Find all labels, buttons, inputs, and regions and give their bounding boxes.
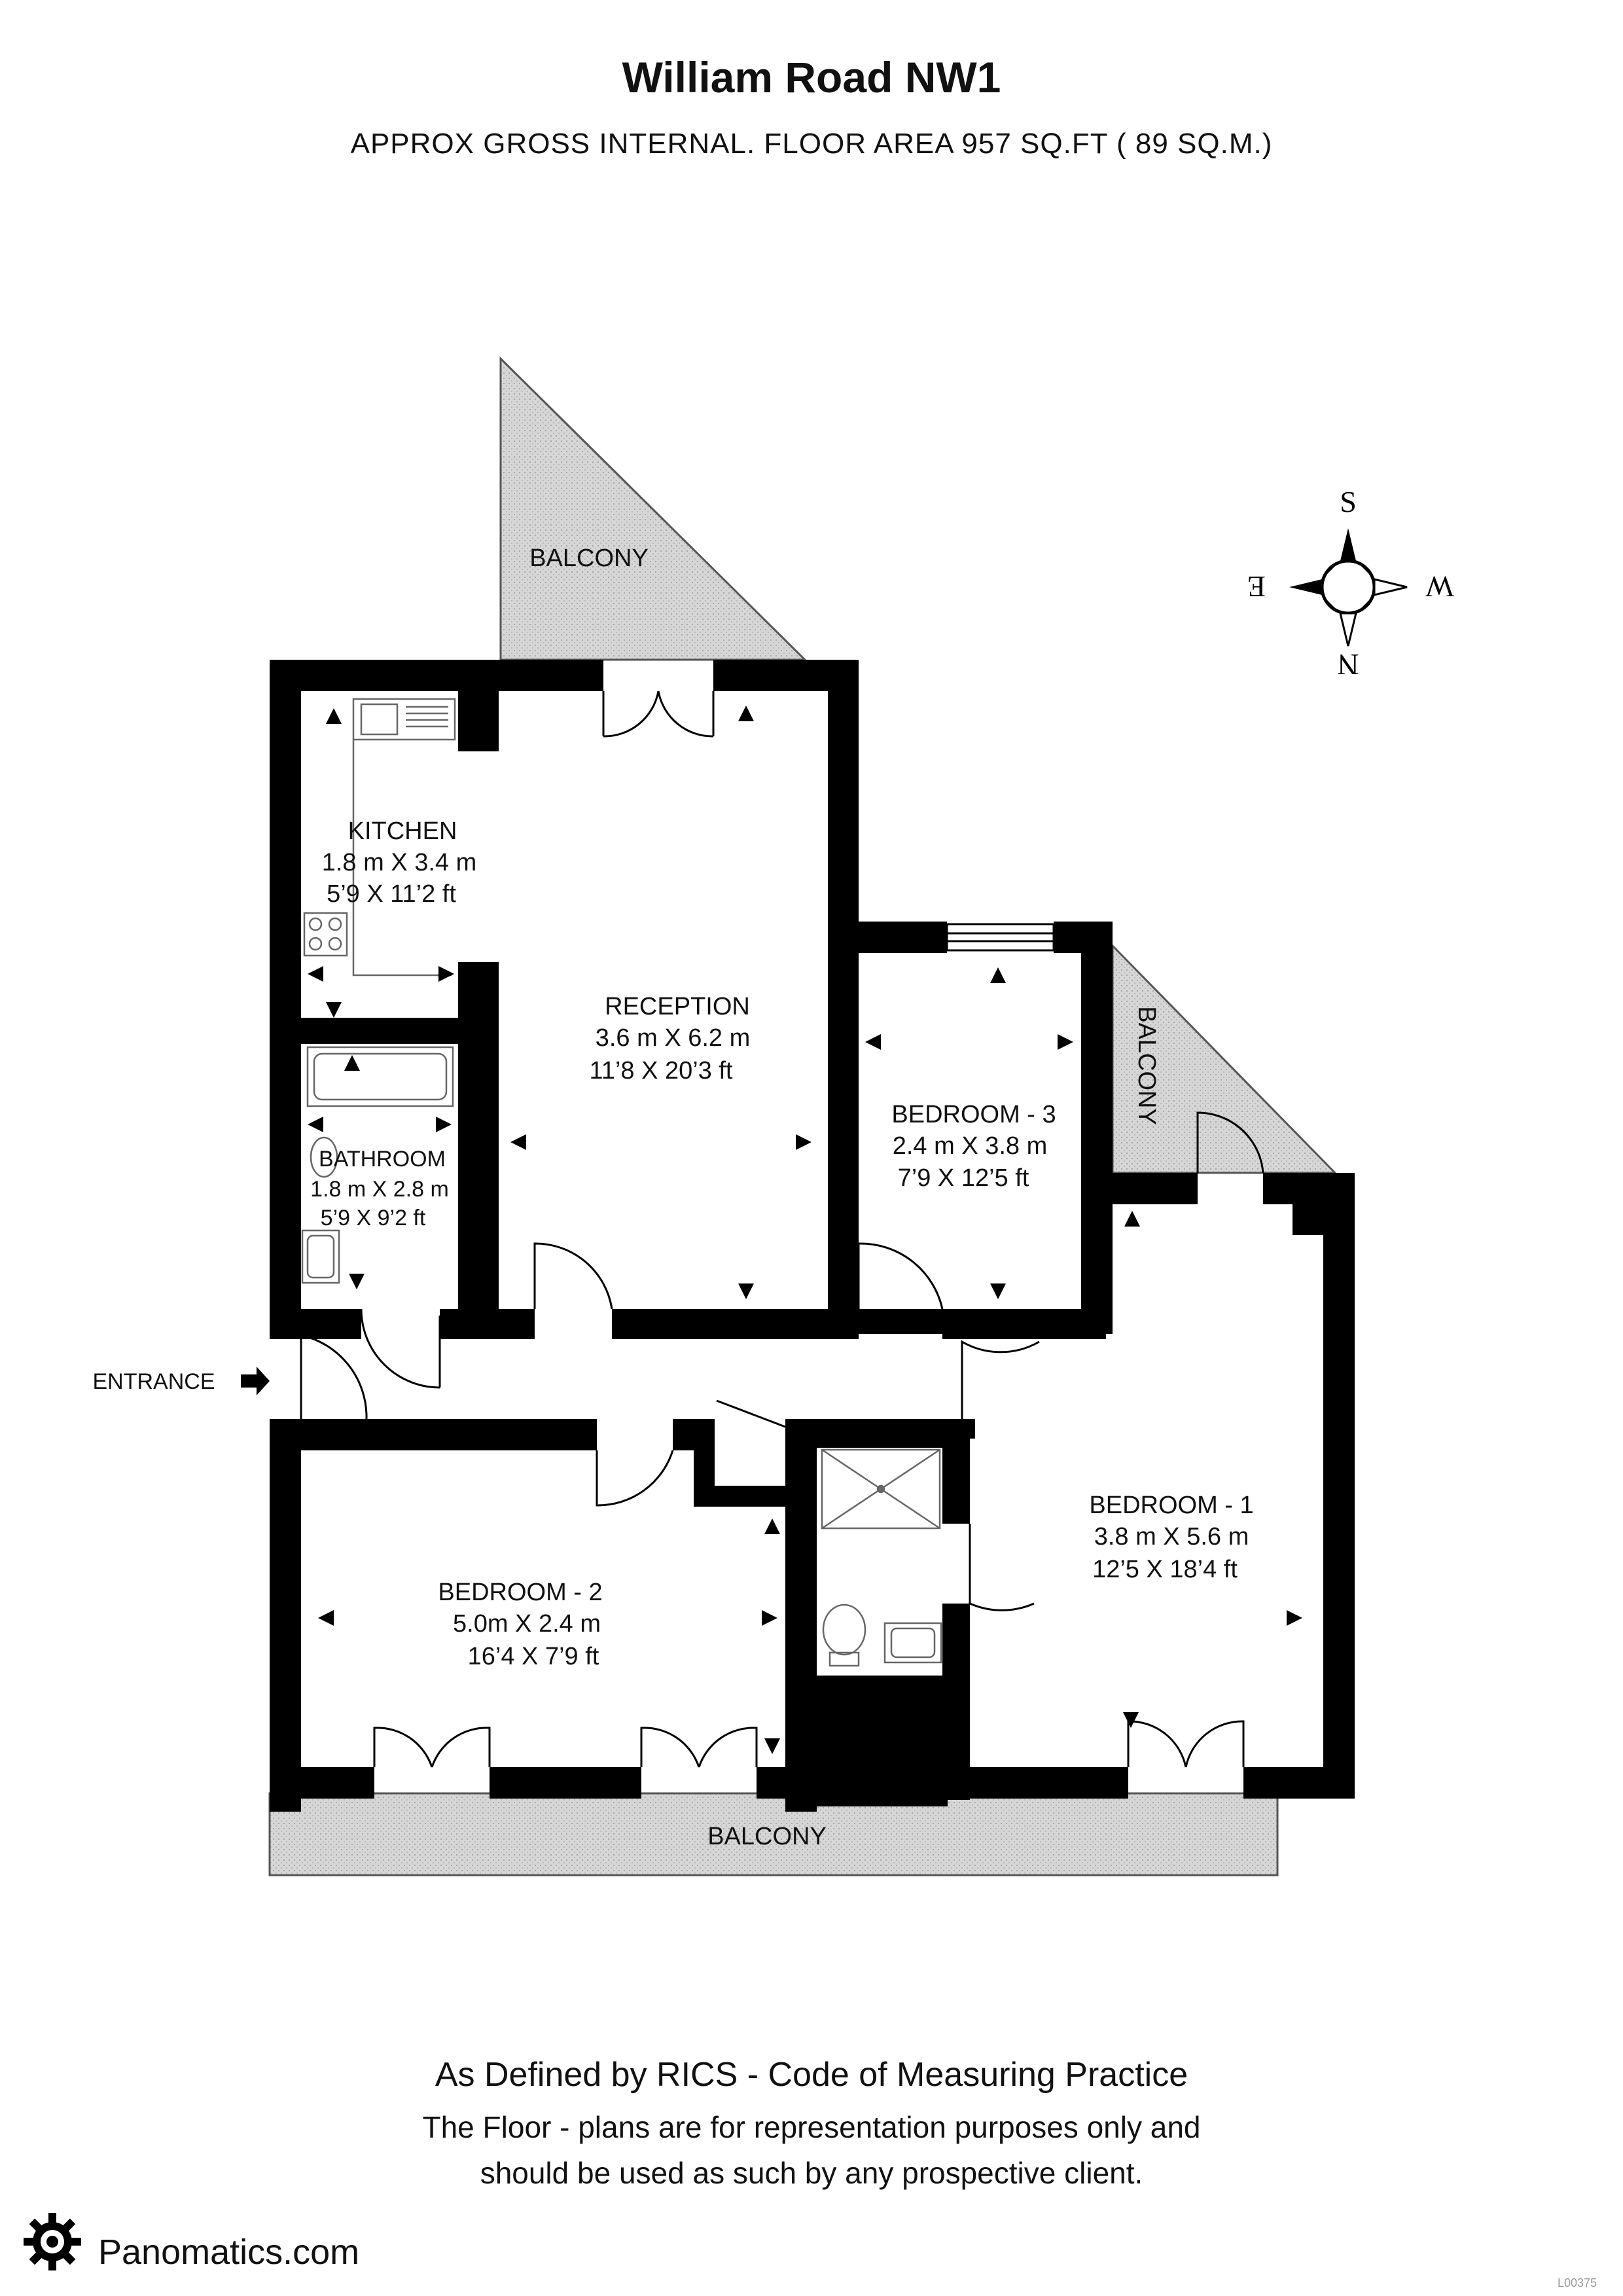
dimension-arrows	[308, 706, 1302, 1754]
bedroom3-name: BEDROOM - 3	[891, 1101, 1056, 1128]
balcony-bottom-area	[268, 1792, 1279, 1876]
kitchen-imperial: 5’9 X 11’2 ft	[327, 880, 456, 908]
bedroom3-window	[946, 923, 1055, 952]
kitchen-name: KITCHEN	[348, 817, 457, 845]
bedroom1-name: BEDROOM - 1	[1089, 1492, 1253, 1519]
bedroom3-imperial: 7’9 X 12’5 ft	[898, 1164, 1029, 1192]
disclaimer-line-1: The Floor - plans are for representation…	[422, 2110, 1201, 2144]
reference-code: L00375	[1558, 2276, 1597, 2289]
brand-name: Panomatics.com	[98, 2233, 360, 2272]
bedroom2-imperial: 16’4 X 7’9 ft	[468, 1643, 599, 1670]
floor-area-subtitle: APPROX GROSS INTERNAL. FLOOR AREA 957 SQ…	[350, 128, 1273, 160]
bedroom3-metric: 2.4 m X 3.8 m	[893, 1132, 1048, 1160]
bedroom2-name: BEDROOM - 2	[438, 1579, 602, 1606]
compass-w: W	[1425, 570, 1454, 603]
page-title: William Road NW1	[622, 53, 1001, 101]
disclaimer-line-2: should be used as such by any prospectiv…	[480, 2156, 1143, 2190]
compass-s: S	[1340, 485, 1357, 518]
bathroom-metric: 1.8 m X 2.8 m	[310, 1177, 449, 1202]
walls	[270, 660, 1355, 1812]
reception-metric: 3.6 m X 6.2 m	[596, 1024, 751, 1052]
kitchen-metric: 1.8 m X 3.4 m	[322, 849, 477, 876]
compass-n: N	[1337, 648, 1359, 681]
reception-imperial: 11’8 X 20’3 ft	[589, 1057, 732, 1085]
rics-statement: As Defined by RICS - Code of Measuring P…	[435, 2056, 1188, 2094]
balcony-bottom-label: BALCONY	[707, 1823, 827, 1850]
balcony-top-area	[499, 356, 808, 661]
gear-logo-icon	[24, 2213, 81, 2270]
entrance-arrow-icon	[241, 1367, 270, 1395]
balcony-top-label: BALCONY	[529, 545, 649, 572]
disclaimer: The Floor - plans are for representation…	[0, 2104, 1623, 2196]
entrance-label: ENTRANCE	[92, 1369, 215, 1394]
bedroom1-metric: 3.8 m X 5.6 m	[1094, 1523, 1249, 1551]
balcony-right-label: BALCONY	[1133, 1006, 1160, 1125]
fixtures	[301, 698, 942, 1667]
doors	[300, 691, 1264, 1768]
bedroom1-imperial: 12’5 X 18’4 ft	[1092, 1556, 1238, 1583]
bathroom-name: BATHROOM	[319, 1147, 446, 1172]
reception-name: RECEPTION	[605, 993, 750, 1020]
bathroom-imperial: 5’9 X 9’2 ft	[321, 1206, 426, 1230]
compass-e: E	[1247, 570, 1266, 603]
bedroom2-metric: 5.0m X 2.4 m	[453, 1610, 601, 1638]
compass-rose-icon: S W E N	[1247, 485, 1454, 681]
